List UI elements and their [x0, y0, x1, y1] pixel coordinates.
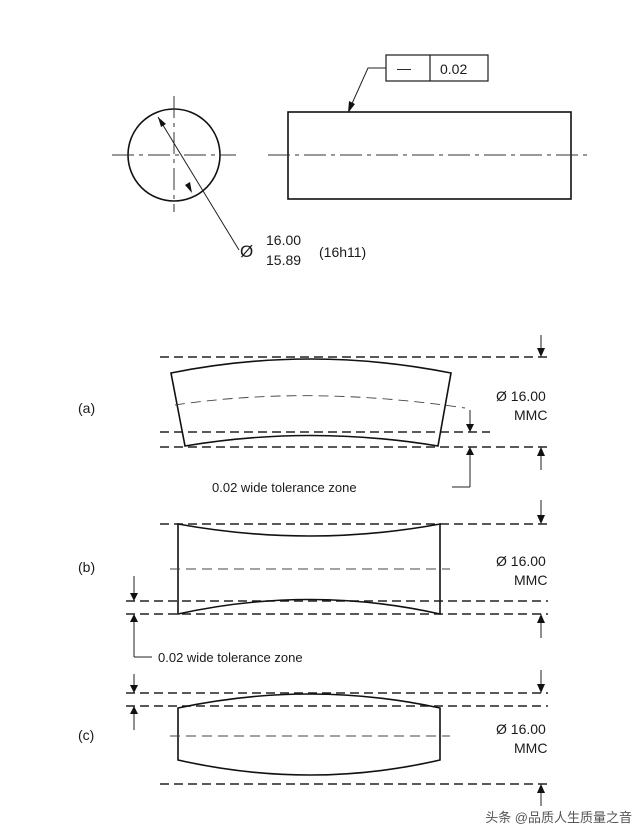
case-a-dim-top-arrow	[537, 348, 545, 357]
case-a-zone-note: 0.02 wide tolerance zone	[212, 480, 357, 495]
case-b-diameter: Ø 16.00	[496, 553, 546, 569]
case-c-diameter: Ø 16.00	[496, 721, 546, 737]
case-a-label: (a)	[78, 400, 95, 416]
case-b-label: (b)	[78, 559, 95, 575]
case-a-dim-bottom-arrow	[537, 447, 545, 456]
case-a-bent-part	[170, 358, 452, 447]
case-c-zone-top-arrow	[130, 685, 138, 693]
case-b-zone-bottom-arrow	[130, 614, 138, 622]
fcf-leader	[349, 67, 386, 109]
case-c-label: (c)	[78, 727, 94, 743]
case-a-condition: MMC	[514, 407, 547, 423]
fcf-leader-arrow	[348, 101, 355, 113]
straightness-symbol: —	[397, 60, 411, 76]
case-a: (a) Ø 16.00 MMC 0.02 wide tolerance zone	[78, 335, 548, 495]
case-b-waisted-part	[177, 523, 441, 615]
case-c-condition: MMC	[514, 740, 547, 756]
case-b: (b) Ø 16.00 MMC 0.02 wide tolerance zone	[78, 500, 548, 665]
diameter-fit-designation: (16h11)	[319, 244, 366, 260]
case-a-zone-top-arrow	[466, 424, 474, 432]
diameter-symbol: Ø	[240, 242, 253, 261]
diameter-arrow-bottom	[185, 182, 192, 193]
side-view	[268, 111, 590, 200]
case-c-zone-bottom-arrow	[130, 706, 138, 714]
case-a-zone-bottom-arrow	[466, 447, 474, 455]
diameter-lower-limit: 15.89	[266, 252, 301, 268]
diameter-upper-limit: 16.00	[266, 232, 301, 248]
case-c-barrel-part	[177, 693, 441, 776]
feature-control-frame: — 0.02	[348, 54, 489, 113]
case-a-diameter: Ø 16.00	[496, 388, 546, 404]
case-b-dim-top-arrow	[537, 515, 545, 524]
case-c-dim-top-arrow	[537, 684, 545, 693]
case-a-curved-centerline	[174, 395, 466, 409]
case-b-zone-note: 0.02 wide tolerance zone	[158, 650, 303, 665]
straightness-tolerance-value: 0.02	[440, 61, 467, 77]
diameter-arrow-top	[158, 117, 166, 127]
case-c: (c) Ø 16.00 MMC	[78, 670, 548, 806]
case-c-dim-bottom-arrow	[537, 784, 545, 793]
case-b-dim-bottom-arrow	[537, 614, 545, 623]
case-b-zone-top-arrow	[130, 593, 138, 601]
end-view	[112, 96, 240, 251]
diameter-leader	[157, 116, 240, 251]
case-b-condition: MMC	[514, 572, 547, 588]
watermark: 头条 @品质人生质量之音	[485, 810, 632, 825]
diameter-dimension: Ø 16.00 15.89 (16h11)	[240, 232, 366, 268]
